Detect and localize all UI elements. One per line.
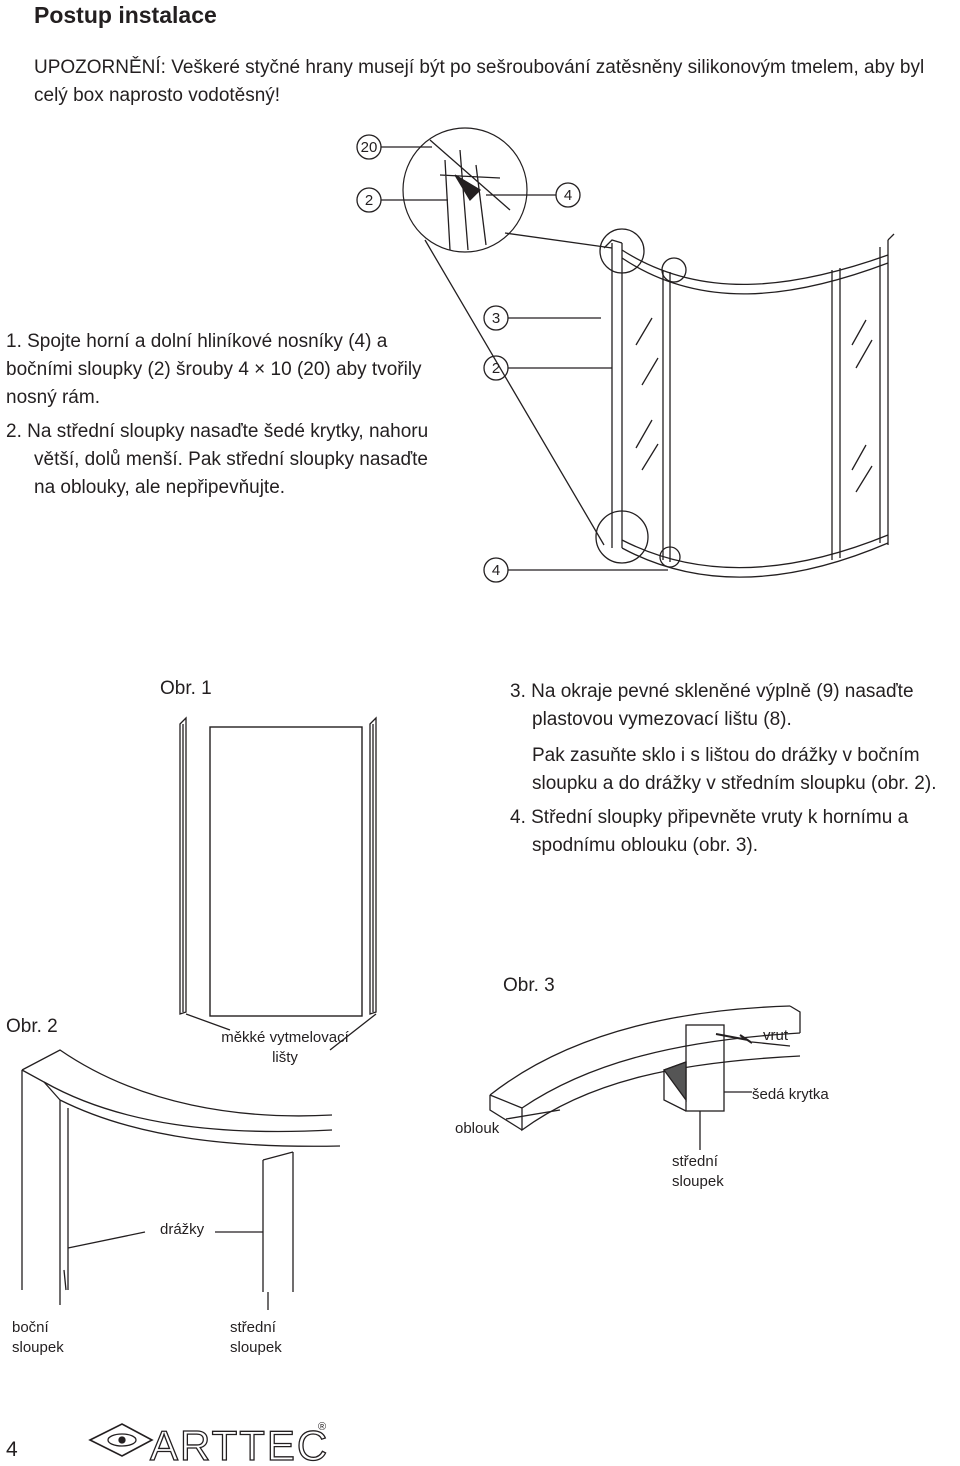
step-2: 2. Na střední sloupky nasaďte šedé krytk… <box>6 421 429 498</box>
shower-enclosure-drawing <box>381 127 895 578</box>
logo-registered: ® <box>318 1421 326 1433</box>
figure1-caption: Obr. 1 <box>160 678 212 699</box>
step-1: 1. Spojte horní a dolní hliníkové nosník… <box>6 331 422 408</box>
label-grooves: drážky <box>160 1221 205 1238</box>
label-screw: vrut <box>763 1027 789 1044</box>
figure2-caption: Obr. 2 <box>6 1016 58 1037</box>
label-middle-post-fig2: střední sloupek <box>230 1319 282 1356</box>
steps-1-2: 1. Spojte horní a dolní hliníkové nosník… <box>6 328 446 502</box>
callout-4b-circle <box>483 557 509 583</box>
screw-detail-drawing <box>489 1005 801 1150</box>
steps-3-4: 3. Na okraje pevné skleněné výplně (9) n… <box>510 678 950 860</box>
label-side-post: boční sloupek <box>12 1319 64 1356</box>
glass-panel-drawing <box>179 716 377 1051</box>
step-4: 4. Střední sloupky připevněte vruty k ho… <box>510 807 909 856</box>
callout-3-circle <box>483 305 509 331</box>
callout-4-circle <box>555 182 581 208</box>
callout-3: 3 <box>492 310 500 327</box>
logo-text: ARTTEC <box>150 1422 329 1466</box>
callout-4-bottom: 4 <box>492 562 500 579</box>
label-arc: oblouk <box>455 1120 500 1137</box>
callout-2-mid: 2 <box>492 360 500 377</box>
label-soft-strips: měkké vytmelovací lišty <box>221 1029 349 1066</box>
step-3-continued: Pak zasuňte sklo i s lištou do drážky v … <box>532 745 937 794</box>
label-middle-post-fig3: střední sloupek <box>672 1153 724 1190</box>
callout-2-circle <box>356 187 382 213</box>
label-grey-cap: šedá krytka <box>752 1086 829 1103</box>
page-title: Postup instalace <box>34 2 217 28</box>
callout-20: 20 <box>361 139 378 156</box>
callout-2-top: 2 <box>365 192 373 209</box>
arttec-logo <box>88 1423 154 1457</box>
grooves-detail-drawing <box>21 1049 341 1310</box>
callout-4-top: 4 <box>564 187 572 204</box>
warning-text: UPOZORNĚNÍ: Veškeré styčné hrany musejí … <box>34 57 925 106</box>
figure3-caption: Obr. 3 <box>503 975 555 996</box>
callout-2b-circle <box>483 355 509 381</box>
step-3: 3. Na okraje pevné skleněné výplně (9) n… <box>510 681 914 730</box>
page-number: 4 <box>6 1438 18 1461</box>
callout-20-circle <box>356 134 382 160</box>
